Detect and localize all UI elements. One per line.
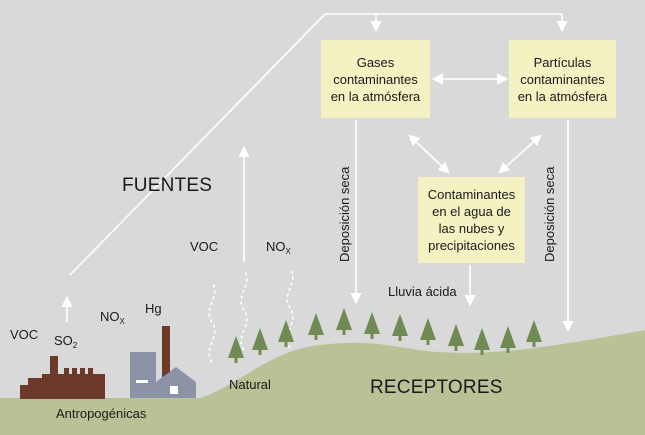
tree-icon bbox=[448, 324, 464, 346]
so2-label: SO2 bbox=[54, 333, 78, 350]
natural-emission-waves bbox=[208, 267, 294, 363]
tree-icon bbox=[364, 312, 380, 334]
anthropogenic-label: Antropogénicas bbox=[56, 406, 147, 421]
tree-trunk bbox=[370, 334, 374, 339]
gases-box: Gases contaminantes en la atmósfera bbox=[321, 40, 430, 118]
natural-label: Natural bbox=[229, 377, 271, 392]
tree-icon bbox=[228, 336, 244, 358]
tree-trunk bbox=[532, 342, 536, 347]
tree-trunk bbox=[426, 340, 430, 345]
tree-icon bbox=[500, 326, 516, 348]
tree-trunk bbox=[342, 330, 346, 335]
cloud-water-box: Contaminantes en el agua de las nubes y … bbox=[418, 177, 525, 263]
receptors-label: RECEPTORES bbox=[370, 377, 503, 398]
tree-icon bbox=[420, 318, 436, 340]
tree-trunk bbox=[314, 335, 318, 340]
tree-trunk bbox=[258, 350, 262, 355]
tree-icon bbox=[252, 328, 268, 350]
dry-deposition-left-label: Deposición seca bbox=[337, 166, 352, 262]
particles-box: Partículas contaminantes en la atmósfera bbox=[509, 40, 616, 118]
tree-icon bbox=[336, 308, 352, 330]
tree-trunk bbox=[234, 358, 238, 363]
tree-icon bbox=[474, 328, 490, 350]
acid-rain-label: Lluvia ácida bbox=[388, 284, 457, 299]
factory-icon bbox=[20, 356, 105, 399]
arrows bbox=[61, 13, 574, 333]
power-plant-icon bbox=[130, 326, 196, 398]
voc-natural-label: VOC bbox=[190, 239, 219, 254]
tree-trunk bbox=[284, 342, 288, 347]
tree-trunk bbox=[454, 346, 458, 351]
nox-anthropogenic-label: NOX bbox=[100, 309, 125, 326]
tree-trunk bbox=[398, 336, 402, 341]
dry-deposition-right-label: Deposición seca bbox=[542, 166, 557, 262]
tree-trunk bbox=[480, 350, 484, 355]
trees bbox=[228, 308, 542, 363]
tree-icon bbox=[526, 320, 542, 342]
tree-icon bbox=[392, 314, 408, 336]
tree-icon bbox=[278, 320, 294, 342]
nox-natural-label: NOX bbox=[266, 239, 291, 256]
tree-icon bbox=[308, 313, 324, 335]
sources-label: FUENTES bbox=[122, 175, 213, 196]
voc-anthropogenic-label: VOC bbox=[10, 327, 39, 342]
mercury-label: Hg bbox=[145, 301, 162, 316]
ground-hill bbox=[0, 330, 645, 435]
tree-trunk bbox=[506, 348, 510, 353]
